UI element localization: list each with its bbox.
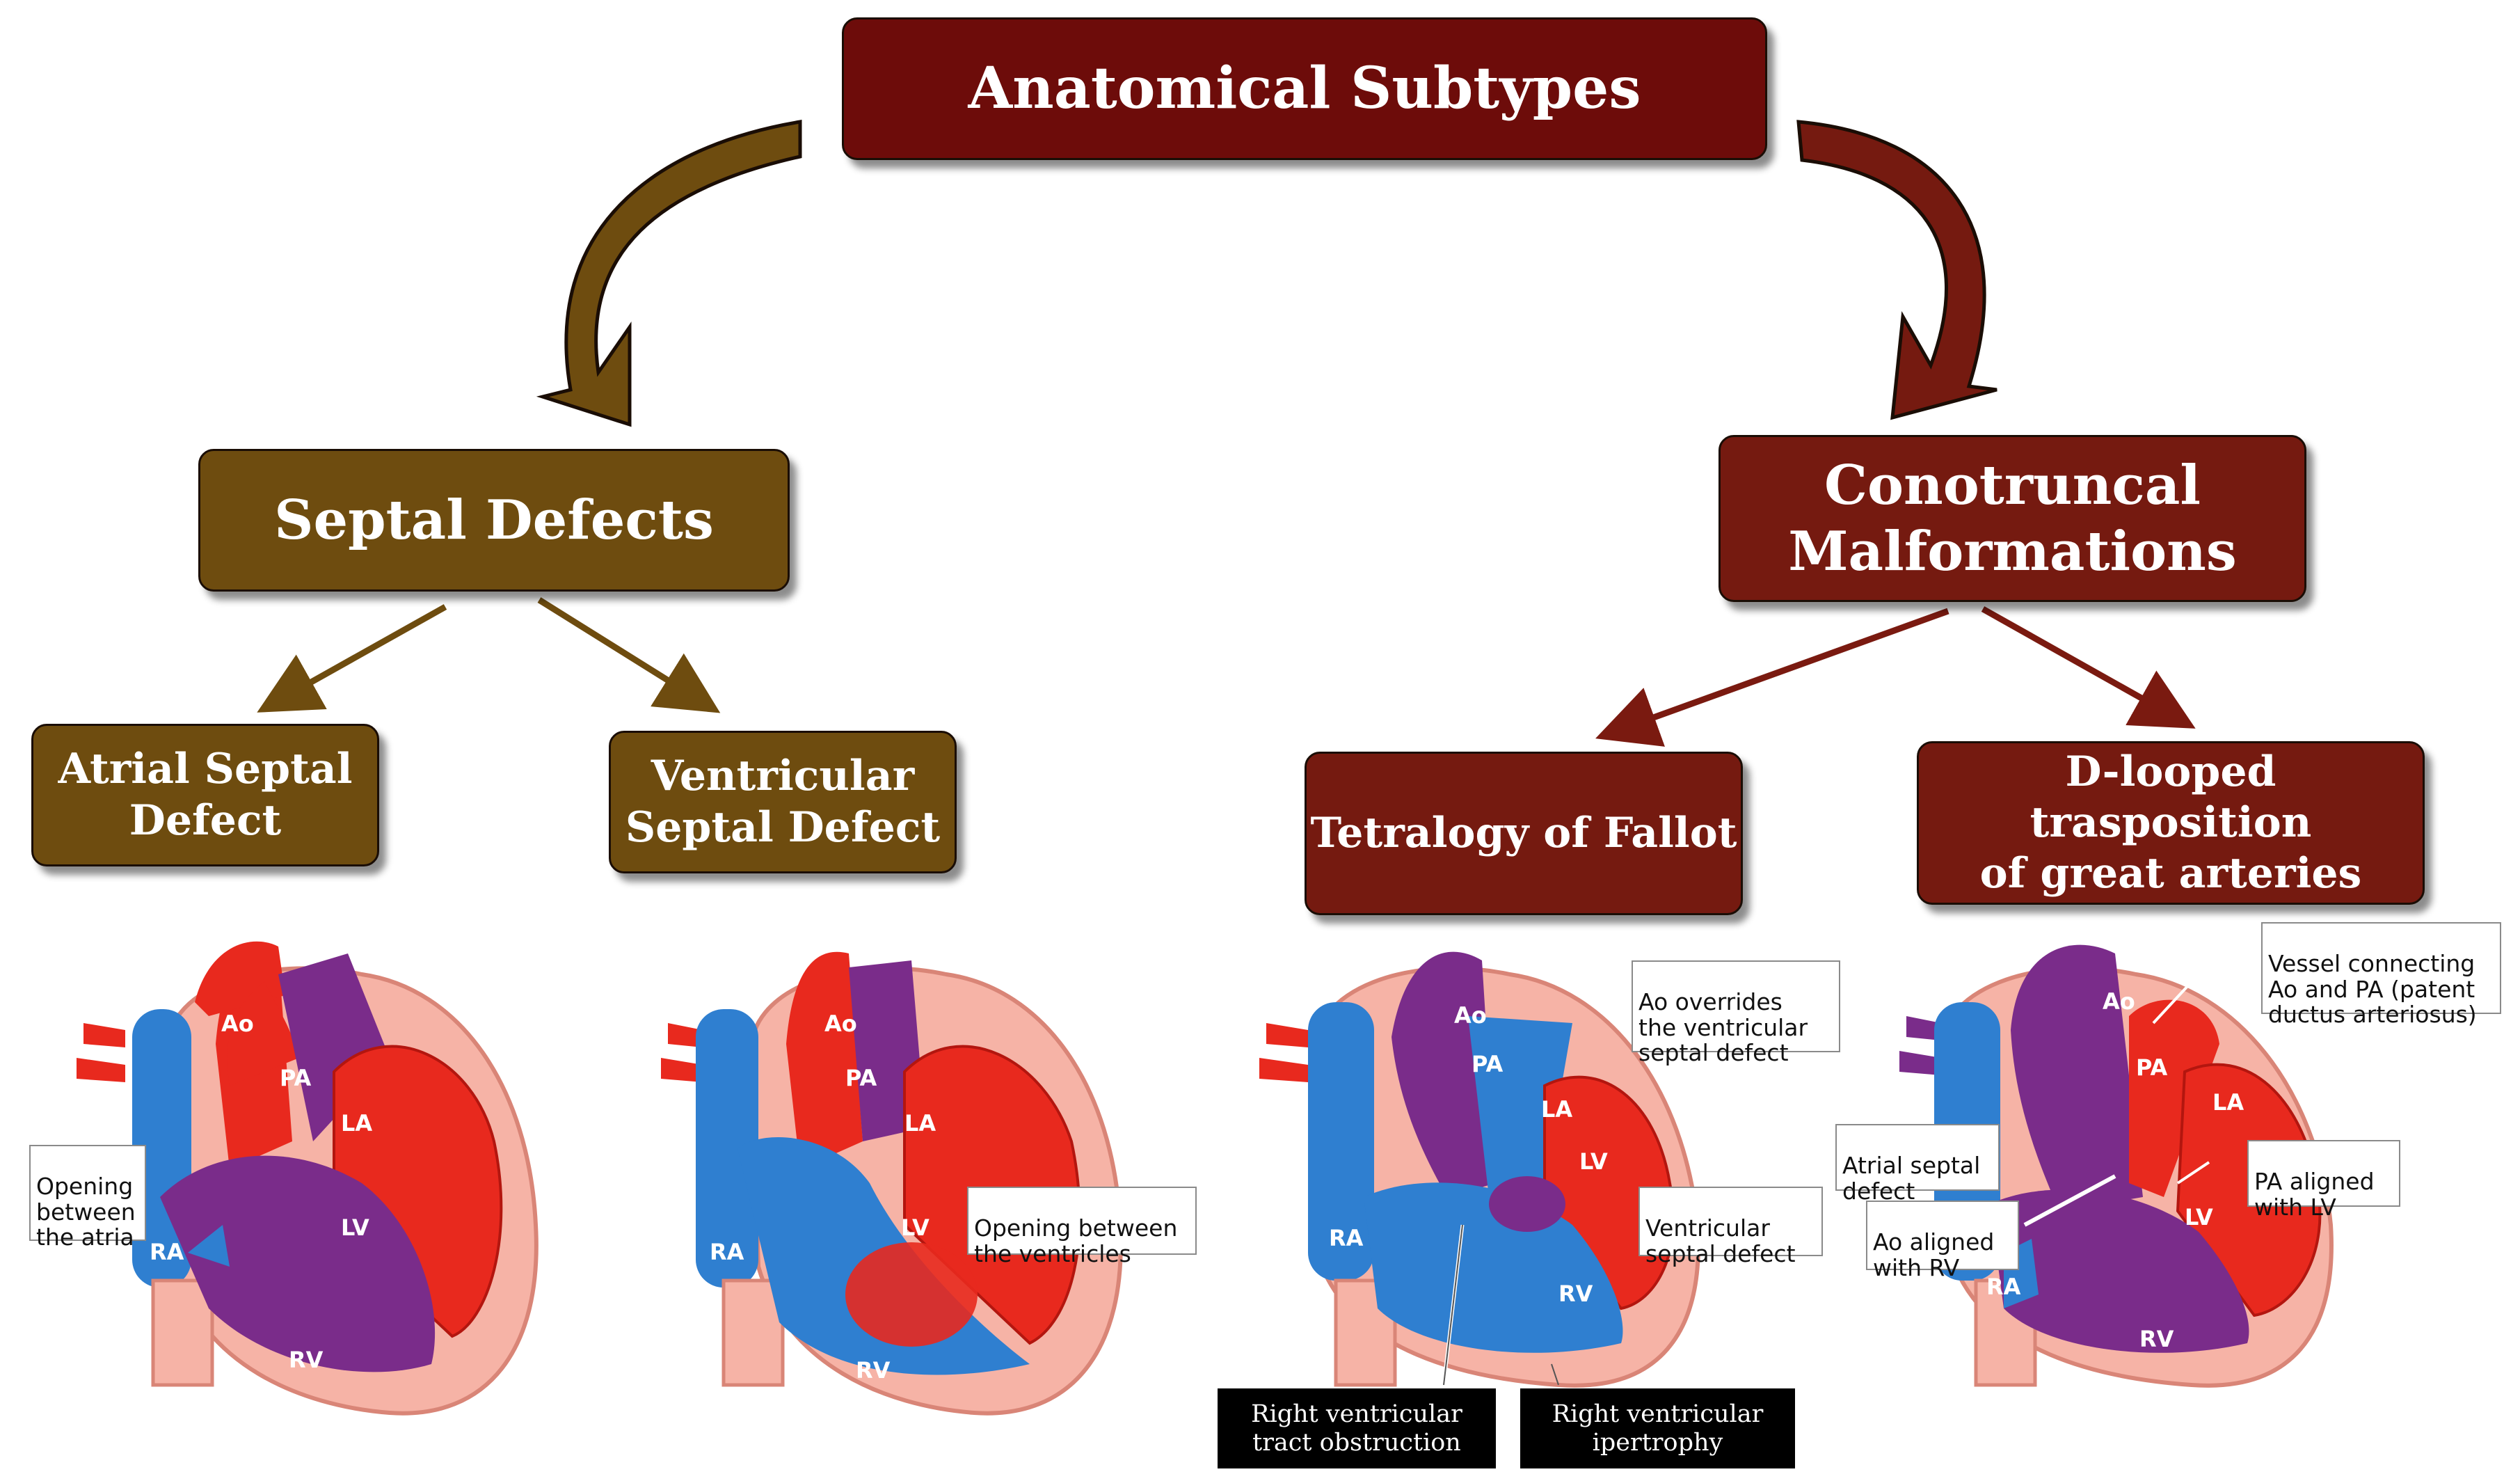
arrow-to-tof <box>1595 608 1949 747</box>
tga-asd-callout: Atrial septal defect <box>1835 1124 2000 1203</box>
tga-pa-lv-callout: PA aligned with LV <box>2247 1140 2400 1219</box>
title-box: Anatomical Subtypes <box>842 17 1767 160</box>
arrow-to-dtga <box>1981 606 2196 729</box>
asd-la-label: LA <box>341 1110 372 1137</box>
curved-arrow-right <box>1796 120 1997 420</box>
heart-vsd: Ao PA LA LV RA RV <box>661 951 1123 1416</box>
vsd-opening-callout: Opening between the ventricles <box>967 1187 1197 1266</box>
tof-rv-obstruction-text: Right ventricular tract obstruction <box>1251 1400 1462 1457</box>
tof-vsd-text: Ventricular septal defect <box>1645 1214 1796 1267</box>
asd-opening-text: Opening between the atria <box>36 1173 136 1251</box>
tof-pa-label: PA <box>1472 1051 1504 1077</box>
curved-arrow-left <box>536 120 802 427</box>
septal-defects-label: Septal Defects <box>274 488 714 552</box>
dtga-box: D-looped trasposition of great arteries <box>1917 741 2425 905</box>
tof-ao-label: Ao <box>1454 1002 1487 1029</box>
asd-label: Atrial Septal Defect <box>58 745 353 845</box>
vsd-ra-label: RA <box>710 1239 744 1265</box>
arrow-to-asd <box>257 604 447 713</box>
conotruncal-box: Conotruncal Malformations <box>1718 435 2306 602</box>
tof-vsd-callout: Ventricular septal defect <box>1638 1187 1823 1266</box>
tof-rv-label: RV <box>1558 1281 1593 1307</box>
tof-box: Tetralogy of Fallot <box>1305 752 1743 915</box>
tof-ao-overrides-callout: Ao overrides the ventricular septal defe… <box>1632 960 1840 1065</box>
tof-ao-overrides-text: Ao overrides the ventricular septal defe… <box>1638 988 1808 1066</box>
tof-lv-label: LV <box>1579 1148 1608 1175</box>
dtga-pa-label: PA <box>2136 1054 2168 1081</box>
vsd-la-label: LA <box>904 1110 936 1137</box>
asd-ao-label: Ao <box>221 1011 254 1037</box>
vsd-label: Ventricular Septal Defect <box>625 752 941 852</box>
dtga-ra-label: RA <box>1986 1274 2021 1300</box>
tga-ao-rv-text: Ao aligned with RV <box>1873 1228 1995 1281</box>
dtga-label: D-looped trasposition of great arteries <box>1979 747 2362 898</box>
dtga-ao-label: Ao <box>2103 988 2135 1015</box>
vsd-rv-label: RV <box>856 1357 891 1384</box>
asd-pa-label: PA <box>280 1065 312 1091</box>
asd-ra-label: RA <box>150 1239 184 1265</box>
vsd-box: Ventricular Septal Defect <box>609 731 957 873</box>
dtga-lv-label: LV <box>2185 1204 2213 1230</box>
tof-la-label: LA <box>1541 1096 1572 1123</box>
tof-rv-hypertrophy-box: Right ventricular ipertrophy <box>1520 1388 1795 1468</box>
tga-pa-lv-text: PA aligned with LV <box>2254 1168 2375 1221</box>
septal-defects-box: Septal Defects <box>198 449 790 592</box>
arrow-to-vsd <box>537 597 721 713</box>
asd-rv-label: RV <box>289 1347 324 1373</box>
tga-vessel-text: Vessel connecting Ao and PA (patent duct… <box>2268 950 2477 1028</box>
heart-asd: Ao PA LA LV RA RV <box>77 941 539 1416</box>
tof-ra-label: RA <box>1329 1225 1364 1251</box>
asd-opening-callout: Opening between the atria <box>29 1145 146 1249</box>
tof-label: Tetralogy of Fallot <box>1310 808 1737 857</box>
asd-lv-label: LV <box>341 1214 369 1241</box>
dtga-la-label: LA <box>2212 1089 2244 1116</box>
vsd-opening-text: Opening between the ventricles <box>974 1214 1178 1267</box>
heart-tof: Ao PA LA LV RA RV <box>1259 951 1700 1388</box>
tof-rv-hypertrophy-text: Right ventricular ipertrophy <box>1552 1400 1764 1457</box>
tga-ao-rv-callout: Ao aligned with RV <box>1866 1201 2019 1280</box>
tof-rv-obstruction-box: Right ventricular tract obstruction <box>1218 1388 1496 1468</box>
asd-box: Atrial Septal Defect <box>31 724 379 866</box>
vsd-ao-label: Ao <box>824 1011 857 1037</box>
tga-vessel-callout: Vessel connecting Ao and PA (patent duct… <box>2261 922 2501 1027</box>
tga-asd-text: Atrial septal defect <box>1842 1152 1981 1205</box>
vsd-pa-label: PA <box>845 1065 877 1091</box>
vsd-lv-label: LV <box>901 1214 930 1241</box>
dtga-rv-label: RV <box>2139 1326 2174 1352</box>
title-text: Anatomical Subtypes <box>968 55 1641 122</box>
conotruncal-label: Conotruncal Malformations <box>1788 453 2237 583</box>
